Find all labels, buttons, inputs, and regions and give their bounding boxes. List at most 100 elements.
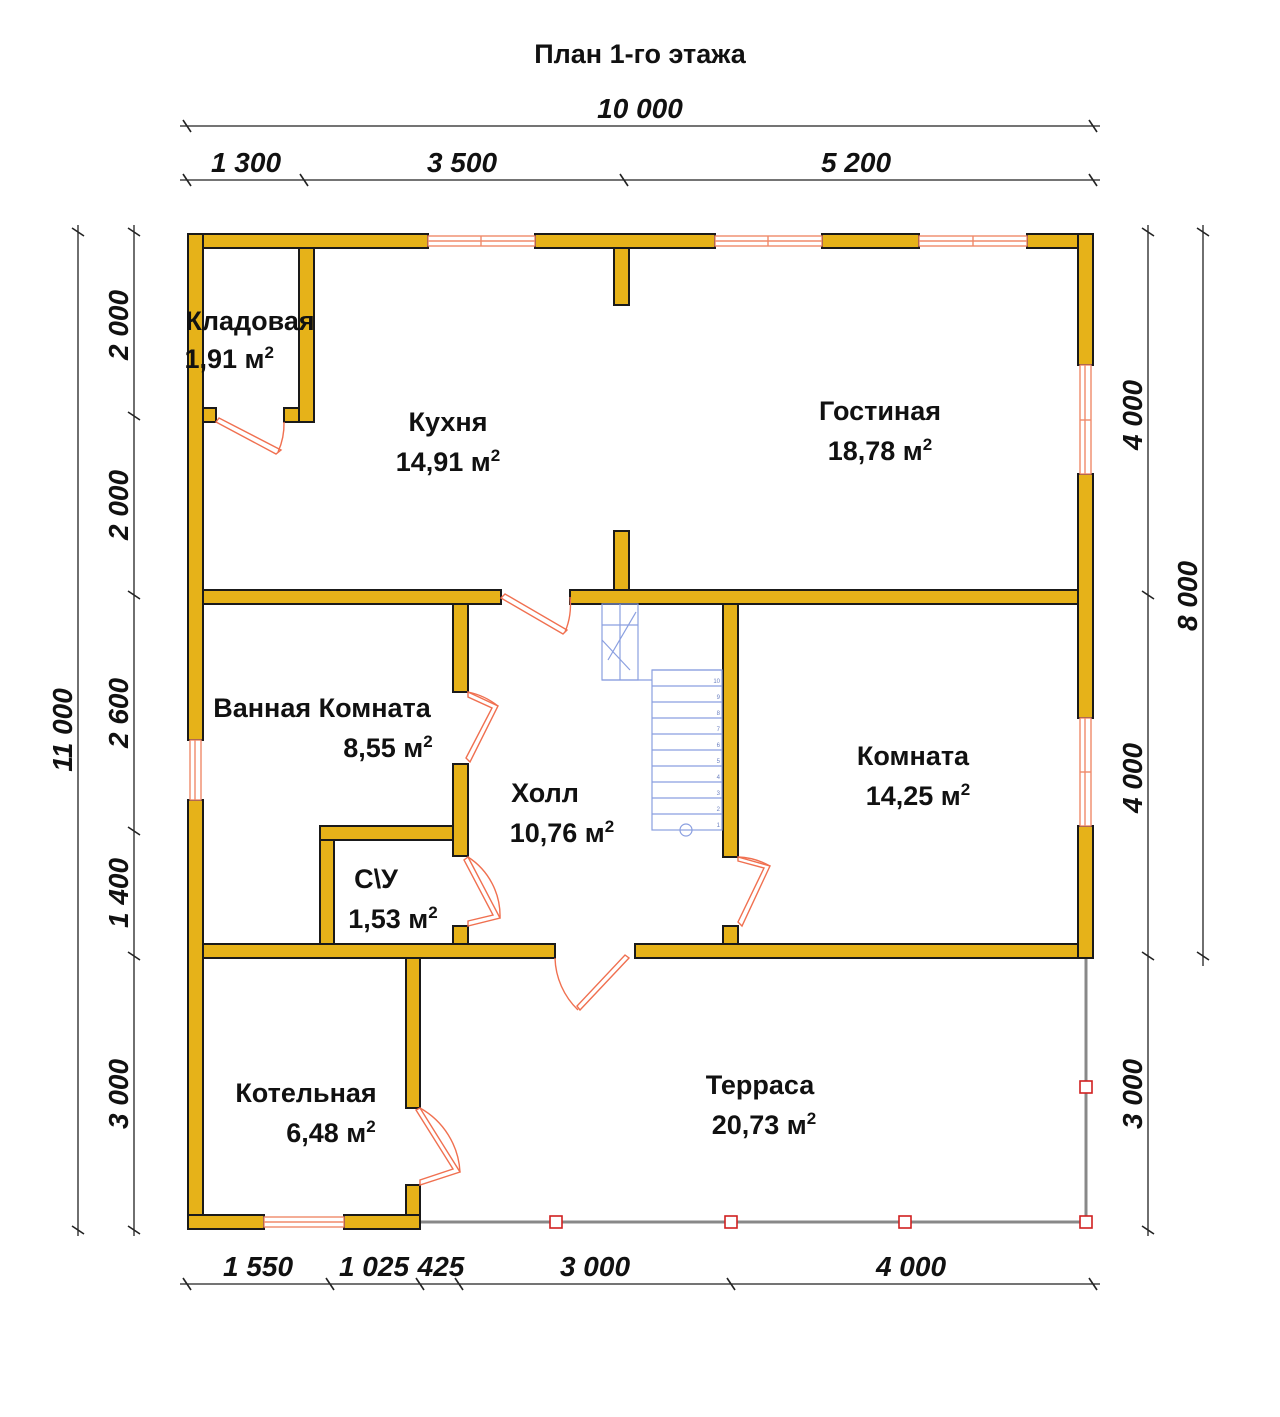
wall-segment bbox=[722, 603, 739, 858]
dim-bottom-5: 4 000 bbox=[875, 1251, 946, 1282]
wall-segment bbox=[298, 247, 315, 423]
room-name-boiler: Котельная bbox=[235, 1078, 376, 1108]
wall-segment bbox=[613, 530, 630, 591]
wall-segment bbox=[283, 407, 300, 423]
wall-segment bbox=[343, 1214, 421, 1230]
dim-bottom-1: 1 550 bbox=[223, 1251, 293, 1282]
door bbox=[576, 954, 631, 1012]
stair-step-number: 6 bbox=[717, 743, 721, 749]
dim-top-total: 10 000 bbox=[597, 93, 683, 124]
terrace-post bbox=[724, 1215, 738, 1229]
wall-segment bbox=[452, 603, 469, 693]
dim-top-2: 3 500 bbox=[427, 147, 497, 178]
stair-step-number: 10 bbox=[713, 679, 720, 685]
room-name-bathroom: Ванная Комната bbox=[213, 693, 432, 723]
door bbox=[214, 417, 283, 455]
wall-segment bbox=[1077, 825, 1094, 959]
wall-segment bbox=[187, 233, 429, 249]
staircase: 1 2 3 4 5 6 7 8 9 10 bbox=[601, 603, 723, 837]
stair-step-number: 7 bbox=[717, 727, 721, 733]
dim-left-1: 2 000 bbox=[103, 290, 134, 361]
door bbox=[499, 593, 569, 635]
stair-step-number: 4 bbox=[717, 775, 721, 781]
room-area-living: 18,78 м2 bbox=[828, 435, 933, 466]
room-name-hall: Холл bbox=[511, 778, 579, 808]
room-name-pantry: Кладовая bbox=[185, 306, 314, 336]
stair-step-number: 8 bbox=[717, 711, 721, 717]
room-area-kitchen: 14,91 м2 bbox=[396, 446, 501, 477]
wall-segment bbox=[187, 1214, 265, 1230]
room-area-wc: 1,53 м2 bbox=[348, 903, 438, 934]
dim-right-total: 8 000 bbox=[1172, 561, 1203, 631]
stair-step-number: 5 bbox=[717, 759, 721, 765]
dim-right-1: 4 000 bbox=[1117, 380, 1148, 451]
terrace-post bbox=[549, 1215, 563, 1229]
wall-segment bbox=[1077, 473, 1094, 719]
room-area-boiler: 6,48 м2 bbox=[286, 1117, 376, 1148]
stair-step-number: 3 bbox=[717, 791, 721, 797]
terrace-post bbox=[898, 1215, 912, 1229]
doors bbox=[214, 417, 771, 1186]
dim-left-3: 2 600 bbox=[103, 678, 134, 749]
door bbox=[737, 856, 771, 928]
walls bbox=[187, 233, 1094, 1230]
stair-start-marker bbox=[679, 823, 693, 837]
dim-left-5: 3 000 bbox=[103, 1059, 134, 1129]
wall-segment bbox=[613, 247, 630, 306]
wall-segment bbox=[319, 839, 335, 945]
wall-segment bbox=[202, 943, 556, 959]
room-name-kitchen: Кухня bbox=[409, 407, 488, 437]
wall-segment bbox=[405, 957, 421, 1109]
left-dimensions: 11 000 2 000 2 000 2 600 1 400 3 000 bbox=[47, 225, 141, 1236]
dim-left-4: 1 400 bbox=[103, 858, 134, 928]
door-swing bbox=[419, 1107, 461, 1173]
wall-segment bbox=[722, 925, 739, 945]
wall-segment bbox=[534, 233, 716, 249]
wall-segment bbox=[187, 799, 204, 1230]
room-labels: Кладовая 1,91 м2 Кухня 14,91 м2 Гостиная… bbox=[185, 306, 971, 1148]
dim-top-3: 5 200 bbox=[821, 147, 891, 178]
wall-segment bbox=[634, 943, 1079, 959]
door-swing bbox=[467, 856, 501, 919]
door-swing bbox=[554, 957, 579, 1011]
stair-step-number: 9 bbox=[717, 695, 721, 701]
door-swing bbox=[564, 596, 572, 633]
dim-right-3: 3 000 bbox=[1117, 1059, 1148, 1129]
dim-bottom-3: 425 bbox=[417, 1251, 465, 1282]
wall-segment bbox=[821, 233, 920, 249]
door bbox=[463, 855, 502, 927]
right-dimensions: 4 000 4 000 3 000 8 000 bbox=[1117, 225, 1210, 1236]
windows bbox=[189, 235, 1092, 1228]
wall-segment bbox=[452, 763, 469, 857]
room-area-hall: 10,76 м2 bbox=[510, 817, 615, 848]
dim-top-1: 1 300 bbox=[211, 147, 281, 178]
bottom-dimensions: 1 550 1 025 425 3 000 4 000 bbox=[180, 1251, 1100, 1291]
dim-left-total: 11 000 bbox=[47, 688, 78, 772]
room-area-room: 14,25 м2 bbox=[866, 780, 971, 811]
room-area-pantry: 1,91 м2 bbox=[185, 343, 275, 374]
wall-segment bbox=[202, 589, 502, 605]
room-name-terrace: Терраса bbox=[706, 1070, 816, 1100]
top-dimensions: 10 000 1 300 3 500 5 200 bbox=[180, 93, 1100, 187]
door bbox=[414, 1107, 462, 1186]
door-swing bbox=[277, 421, 285, 453]
room-name-room: Комната bbox=[857, 741, 970, 771]
room-name-living: Гостиная bbox=[819, 396, 941, 426]
terrace-post bbox=[1079, 1080, 1093, 1094]
dim-left-2: 2 000 bbox=[103, 470, 134, 541]
door-swing bbox=[467, 691, 499, 707]
room-area-bathroom: 8,55 м2 bbox=[343, 732, 433, 763]
wall-segment bbox=[202, 407, 217, 423]
room-name-wc: С\У bbox=[354, 864, 399, 894]
wall-segment bbox=[405, 1184, 421, 1216]
dim-bottom-4: 3 000 bbox=[560, 1251, 630, 1282]
dim-bottom-2: 1 025 bbox=[339, 1251, 409, 1282]
wall-segment bbox=[319, 825, 454, 841]
terrace-post bbox=[1079, 1215, 1093, 1229]
wall-segment bbox=[1077, 233, 1094, 366]
stair-step-number: 1 bbox=[717, 823, 721, 829]
wall-segment bbox=[569, 589, 1079, 605]
door-swing bbox=[737, 856, 771, 867]
stair-step-number: 2 bbox=[717, 807, 721, 813]
